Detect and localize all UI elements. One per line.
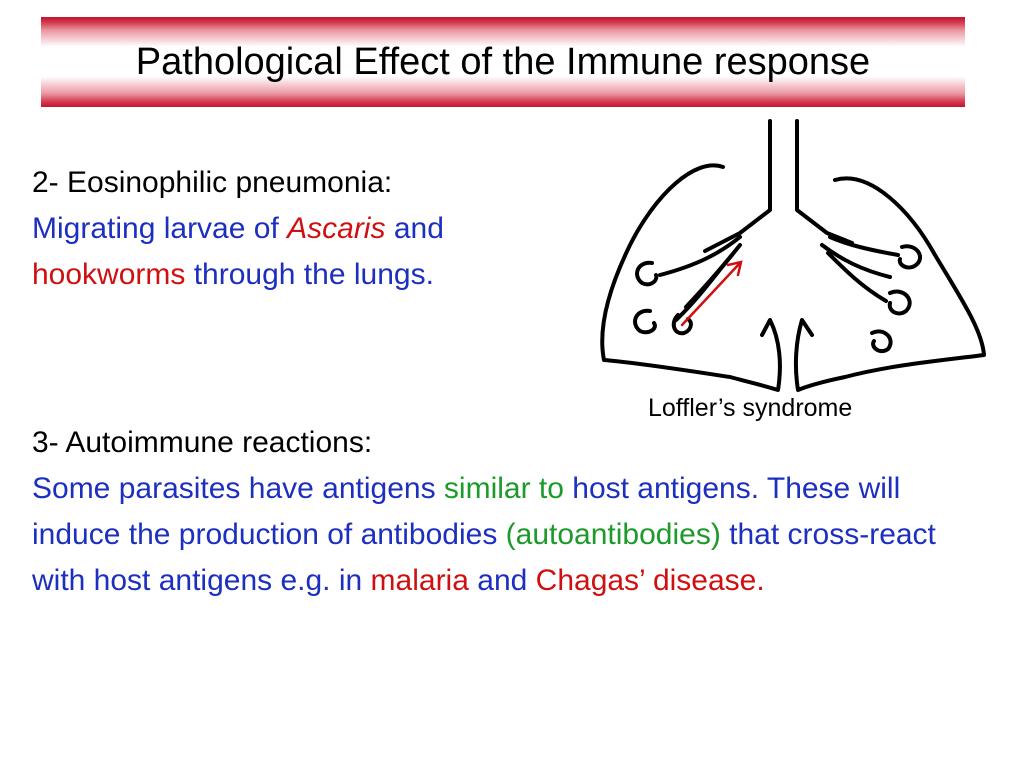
text-segment: (autoantibodies) <box>505 518 721 551</box>
text-segment: Migrating larvae of <box>32 212 288 245</box>
lungs-illustration <box>600 119 986 392</box>
left-bronchus-upper <box>658 235 742 277</box>
right-bronchus-lower <box>826 251 888 303</box>
section-autoimmune-reactions: 3- Autoimmune reactions: Some parasites … <box>32 420 992 604</box>
text-segment: Ascaris <box>287 212 386 245</box>
text-segment: hookworms <box>32 258 186 291</box>
text-segment: host antigens. These will induce the pro… <box>32 472 901 551</box>
slide-title: Pathological Effect of the Immune respon… <box>135 40 871 83</box>
figure-caption: Loffler’s syndrome <box>648 394 853 422</box>
text-segment: Chagas’ disease. <box>535 564 765 597</box>
right-alveolus-3 <box>870 329 893 354</box>
section-3-body: Some parasites have antigens similar to … <box>32 466 992 604</box>
left-alveolus-2 <box>633 308 657 335</box>
left-lung-outline <box>600 163 782 392</box>
text-segment: and <box>385 212 444 245</box>
right-lung-outline <box>793 176 986 392</box>
text-segment: similar to <box>443 472 564 505</box>
text-segment: through the lungs. <box>185 258 434 291</box>
migration-arrow <box>680 260 743 327</box>
section-eosinophilic-pneumonia: 2- Eosinophilic pneumonia: Migrating lar… <box>32 160 572 298</box>
section-2-body: Migrating larvae of Ascaris and hookworm… <box>32 206 572 298</box>
right-alveolus-1 <box>897 244 922 270</box>
section-3-heading: 3- Autoimmune reactions: <box>32 426 373 459</box>
right-alveolus-2 <box>887 289 912 316</box>
title-bar: Pathological Effect of the Immune respon… <box>41 17 965 107</box>
right-bronchus-upper <box>828 235 900 257</box>
left-alveolus-3 <box>671 313 693 336</box>
section-2-heading: 2- Eosinophilic pneumonia: <box>32 166 393 199</box>
left-bronchus-mid <box>684 243 742 309</box>
trachea-right-wall <box>795 119 854 245</box>
text-segment: that cross-react with host antigens e.g.… <box>32 518 936 597</box>
right-bronchus-mid <box>820 243 892 279</box>
text-segment: and <box>468 564 536 597</box>
trachea-left-wall <box>703 119 772 253</box>
text-segment: Some parasites have antigens <box>32 472 444 505</box>
text-segment: malaria <box>370 564 469 597</box>
left-alveolus-1 <box>635 260 659 287</box>
